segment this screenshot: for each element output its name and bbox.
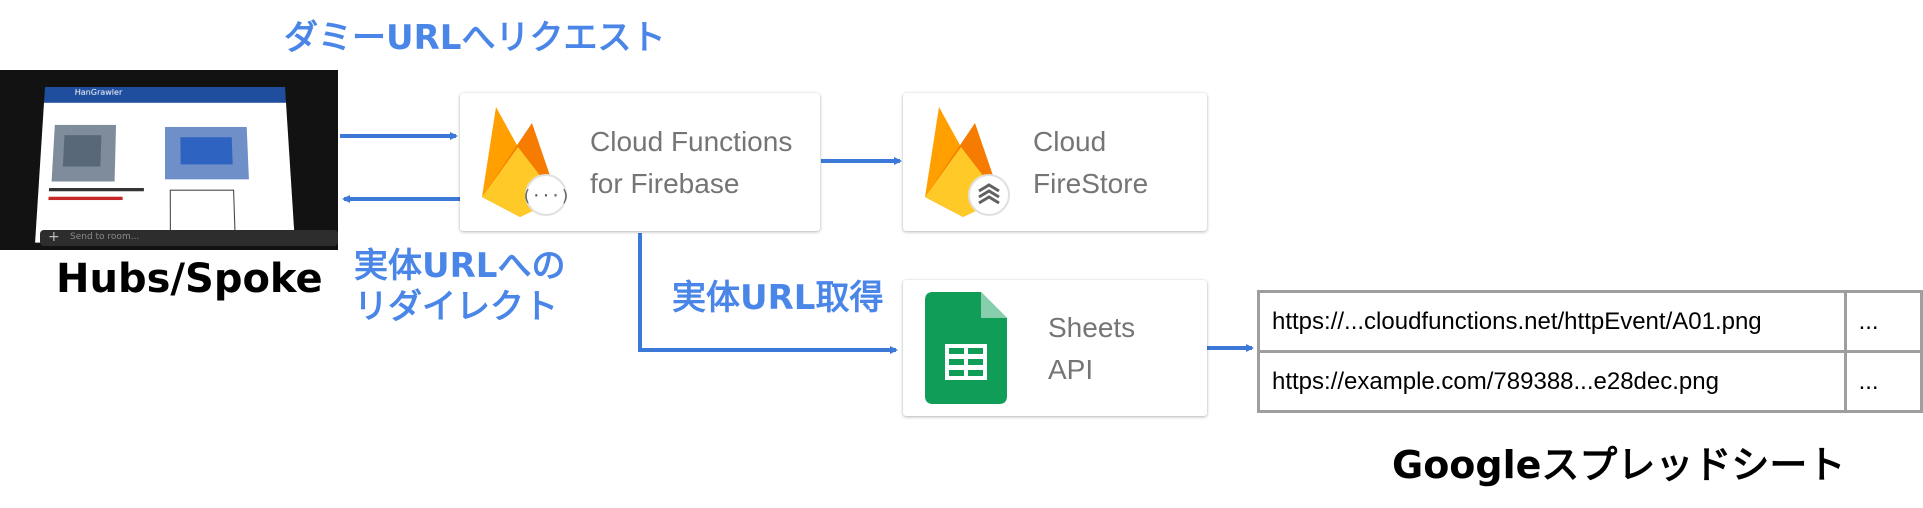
cloud-functions-title: Cloud Functions: [590, 126, 793, 157]
redirect-label: 実体URLへの リダイレクト: [354, 246, 565, 328]
firestore-card[interactable]: Cloud FireStore: [903, 93, 1207, 231]
dummy-request-label: ダミーURLへリクエスト: [284, 18, 666, 58]
sheets-api-title: Sheets: [1048, 312, 1136, 343]
google-sheet-label: Googleスプレッドシート: [1392, 443, 1846, 487]
plus-icon[interactable]: +: [48, 229, 60, 245]
table-row: https://...cloudfunctions.net/httpEvent/…: [1257, 290, 1923, 353]
google-sheets-icon: [925, 292, 1007, 404]
sheets-api-card[interactable]: Sheets API: [903, 280, 1207, 416]
firestore-title: Cloud: [1033, 126, 1107, 157]
hubs-spoke-label: Hubs/Spoke: [56, 256, 323, 302]
more-cell[interactable]: ...: [1843, 350, 1923, 413]
hubs-screenshot: HanGrawler + Send to room...: [0, 70, 338, 250]
cloud-functions-subtitle: for Firebase: [590, 168, 740, 199]
redirect-label-line1: 実体URLへの: [354, 246, 566, 286]
cloud-functions-card[interactable]: (···) Cloud Functions for Firebase: [460, 93, 820, 231]
spreadsheet-table: https://...cloudfunctions.net/httpEvent/…: [1257, 290, 1923, 413]
chat-input-bar[interactable]: + Send to room...: [40, 229, 338, 246]
sheets-api-subtitle: API: [1048, 354, 1094, 385]
firebase-firestore-icon: [925, 107, 1010, 217]
chat-placeholder: Send to room...: [70, 232, 140, 242]
more-cell[interactable]: ...: [1843, 290, 1923, 353]
slide-preview: HanGrawler: [35, 87, 295, 243]
slide-title: HanGrawler: [74, 87, 123, 97]
redirect-label-line2: リダイレクト: [354, 286, 558, 327]
firestore-subtitle: FireStore: [1033, 168, 1149, 199]
get-real-url-label: 実体URL取得: [672, 278, 884, 318]
arrow-functions-to-sheets: [638, 233, 898, 354]
url-cell[interactable]: https://example.com/789388...e28dec.png: [1257, 350, 1847, 413]
firebase-functions-icon: (···): [482, 107, 568, 217]
table-row: https://example.com/789388...e28dec.png …: [1257, 350, 1923, 413]
url-cell[interactable]: https://...cloudfunctions.net/httpEvent/…: [1257, 290, 1847, 353]
svg-text:(···): (···): [522, 186, 568, 205]
